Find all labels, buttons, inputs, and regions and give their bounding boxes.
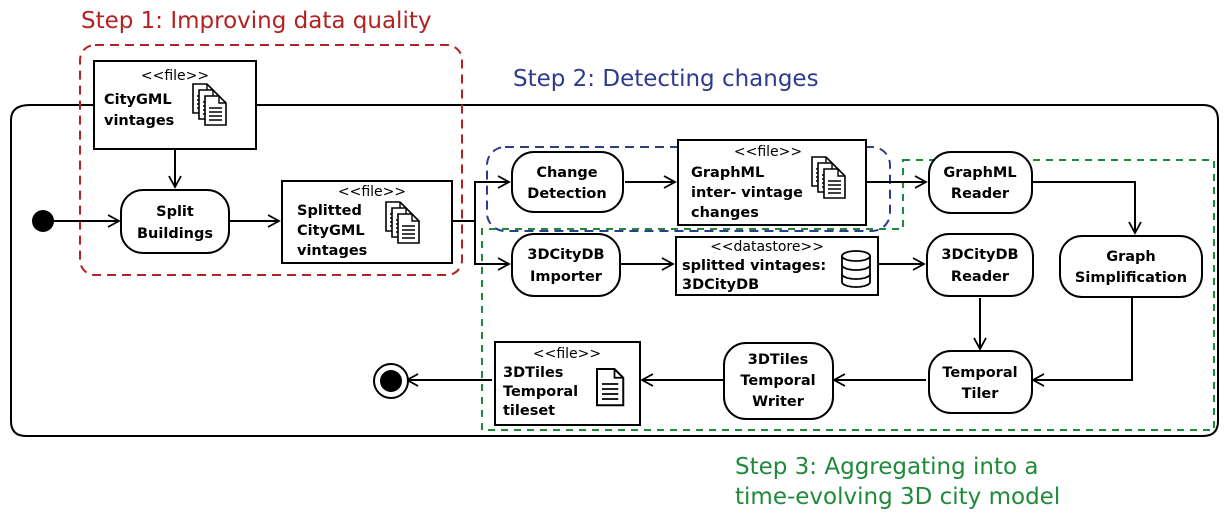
stereotype-label: <<file>> <box>141 68 209 84</box>
svg-text:vintages: vintages <box>104 113 174 129</box>
activity-frame <box>10 104 1219 437</box>
document-icon <box>596 368 625 407</box>
step3-region <box>481 159 1215 431</box>
step2-title: Step 2: Detecting changes <box>513 66 819 92</box>
stereotype-label: <<datastore>> <box>710 239 824 255</box>
connectors <box>50 149 1142 387</box>
tiles-tileset-file: <<file>> 3DTiles Temporal tileset <box>494 341 641 426</box>
split-buildings-action: Split Buildings <box>120 189 230 254</box>
stereotype-label: <<file>> <box>533 346 601 362</box>
svg-text:Temporal: Temporal <box>942 365 1017 381</box>
stereotype-label: <<file>> <box>338 184 406 200</box>
svg-text:3DCityDB: 3DCityDB <box>941 247 1018 263</box>
graphml-changes-file: <<file>> GraphML inter- vintage changes <box>677 139 867 226</box>
svg-text:GraphML: GraphML <box>943 165 1016 181</box>
svg-text:Writer: Writer <box>752 394 805 410</box>
tiles-writer-action: 3DTiles Temporal Writer <box>723 342 834 420</box>
fork-to-importer <box>474 221 511 271</box>
step1-title: Step 1: Improving data quality <box>81 8 431 34</box>
svg-text:Graph: Graph <box>1106 249 1156 265</box>
graphml-reader-action: GraphML Reader <box>928 151 1033 214</box>
svg-text:Tiler: Tiler <box>962 386 1000 402</box>
citydb-importer-action: 3DCityDB Importer <box>511 233 621 297</box>
svg-text:Reader: Reader <box>951 186 1010 202</box>
citygml-vintages-file: <<file>> CityGML vintages <box>93 60 257 150</box>
temporal-tiler-action: Temporal Tiler <box>928 350 1033 414</box>
svg-text:Temporal: Temporal <box>503 384 578 400</box>
edge-reader-to-simplification <box>1033 181 1142 235</box>
svg-text:Reader: Reader <box>951 269 1010 285</box>
svg-text:Temporal: Temporal <box>740 373 815 389</box>
svg-text:Detection: Detection <box>527 186 606 202</box>
svg-text:vintages: vintages <box>297 243 367 259</box>
svg-text:3DCityDB: 3DCityDB <box>527 247 604 263</box>
graph-simplification-action: Graph Simplification <box>1059 235 1203 298</box>
svg-text:splitted vintages:: splitted vintages: <box>682 258 826 274</box>
stereotype-label: <<file>> <box>734 144 802 160</box>
svg-text:Importer: Importer <box>530 269 603 285</box>
edge-simplification-to-tiler <box>1031 298 1133 387</box>
final-node-icon <box>373 363 409 399</box>
initial-node-icon <box>32 210 54 232</box>
svg-text:CityGML: CityGML <box>104 92 172 108</box>
svg-text:3DCityDB: 3DCityDB <box>682 277 759 293</box>
svg-text:3DTiles: 3DTiles <box>503 365 563 381</box>
change-detection-action: Change Detection <box>511 151 624 213</box>
citydb-reader-action: 3DCityDB Reader <box>926 233 1034 297</box>
database-icon <box>841 250 871 288</box>
splitted-vintages-datastore: <<datastore>> splitted vintages: 3DCityD… <box>675 236 879 296</box>
step3-title-line1: Step 3: Aggregating into a <box>735 454 1038 480</box>
svg-text:Split: Split <box>156 204 194 220</box>
svg-text:Splitted: Splitted <box>297 203 362 219</box>
svg-text:tileset: tileset <box>503 403 555 419</box>
fork-from-splitted <box>453 175 511 222</box>
svg-text:Change: Change <box>536 165 597 181</box>
step3-title-line2: time-evolving 3D city model <box>735 484 1060 510</box>
svg-text:changes: changes <box>691 205 759 221</box>
svg-text:Simplification: Simplification <box>1075 270 1187 286</box>
svg-text:GraphML: GraphML <box>691 165 764 181</box>
svg-text:3DTiles: 3DTiles <box>748 352 808 368</box>
svg-text:inter- vintage: inter- vintage <box>691 185 803 201</box>
svg-text:Buildings: Buildings <box>137 226 213 242</box>
splitted-citygml-file: <<file>> Splitted CityGML vintages <box>281 180 453 264</box>
svg-text:CityGML: CityGML <box>297 223 365 239</box>
